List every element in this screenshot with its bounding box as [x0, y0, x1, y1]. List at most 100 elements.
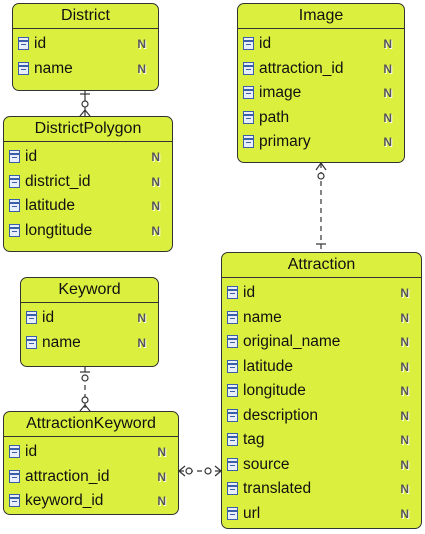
entity-title: District [13, 4, 158, 29]
column-icon [9, 223, 20, 237]
nullable-flag: N [383, 37, 392, 51]
column-name: id [25, 148, 38, 165]
column-name: district_id [25, 172, 91, 190]
nullable-flag: N [137, 335, 146, 350]
column-name: id [25, 443, 38, 460]
column-icon [9, 174, 20, 188]
column-name: id [259, 35, 272, 52]
entity-title: Attraction [222, 253, 421, 278]
column-icon [227, 310, 238, 324]
column-name: source [243, 455, 290, 473]
column-name: id [34, 35, 47, 52]
column-row[interactable]: district_id N [4, 170, 172, 195]
column-name: name [243, 308, 282, 326]
column-icon [243, 86, 254, 99]
nullable-flag: N [157, 445, 166, 459]
column-icon [227, 335, 238, 348]
column-row[interactable]: id N [238, 32, 404, 57]
nullable-flag: N [400, 506, 409, 521]
nullable-flag: N [383, 110, 392, 125]
column-name: translated [243, 480, 312, 497]
column-name: url [243, 504, 261, 522]
column-icon [227, 457, 238, 471]
nullable-flag: N [400, 286, 409, 300]
column-row[interactable]: url N [222, 502, 421, 527]
column-icon [243, 37, 254, 50]
entity-title: DistrictPolygon [4, 117, 172, 142]
nullable-flag: N [383, 135, 392, 149]
column-name: attraction_id [25, 467, 110, 485]
column-icon [9, 494, 20, 507]
column-name: description [243, 406, 318, 424]
nullable-flag: N [400, 384, 409, 398]
column-name: image [259, 84, 302, 101]
column-icon [26, 335, 37, 349]
column-name: latitude [243, 357, 293, 375]
column-icon [243, 110, 254, 124]
column-icon [9, 445, 20, 458]
column-icon [9, 150, 20, 163]
column-name: id [42, 309, 55, 326]
column-row[interactable]: id N [21, 306, 158, 331]
column-row[interactable]: name N [222, 306, 421, 331]
nullable-flag: N [400, 457, 409, 472]
nullable-flag: N [157, 494, 166, 508]
nullable-flag: N [151, 199, 160, 213]
column-row[interactable]: source N [222, 453, 421, 478]
column-name: primary [259, 133, 311, 150]
column-icon [227, 359, 238, 373]
column-icon [227, 433, 238, 446]
column-row[interactable]: longitude N [222, 379, 421, 404]
column-icon [243, 135, 254, 148]
column-row[interactable]: keyword_id N [4, 489, 178, 514]
column-icon [227, 408, 238, 422]
nullable-flag: N [151, 174, 160, 189]
column-name: longitude [243, 382, 306, 399]
column-name: attraction_id [259, 59, 344, 77]
column-name: original_name [243, 333, 341, 350]
column-row[interactable]: id N [13, 32, 158, 57]
column-icon [18, 61, 29, 75]
column-icon [243, 61, 254, 75]
column-row[interactable]: name N [21, 331, 158, 356]
relationship-attractionkeyword-attraction [178, 465, 222, 477]
nullable-flag: N [400, 310, 409, 325]
nullable-flag: N [137, 311, 146, 325]
column-row[interactable]: attraction_id N [4, 465, 178, 490]
nullable-flag: N [157, 469, 166, 484]
column-name: name [42, 333, 81, 351]
column-row[interactable]: latitude N [222, 355, 421, 380]
entity-title: Image [238, 4, 404, 29]
column-icon [26, 311, 37, 324]
relationship-keyword-attractionkeyword [79, 367, 91, 412]
nullable-flag: N [400, 359, 409, 374]
nullable-flag: N [137, 37, 146, 51]
column-row[interactable]: primary N [238, 130, 404, 155]
entity-title: AttractionKeyword [4, 412, 178, 437]
column-row[interactable]: original_name N [222, 330, 421, 355]
nullable-flag: N [400, 335, 409, 349]
column-row[interactable]: id N [4, 440, 178, 465]
column-icon [227, 506, 238, 520]
column-name: keyword_id [25, 492, 104, 509]
